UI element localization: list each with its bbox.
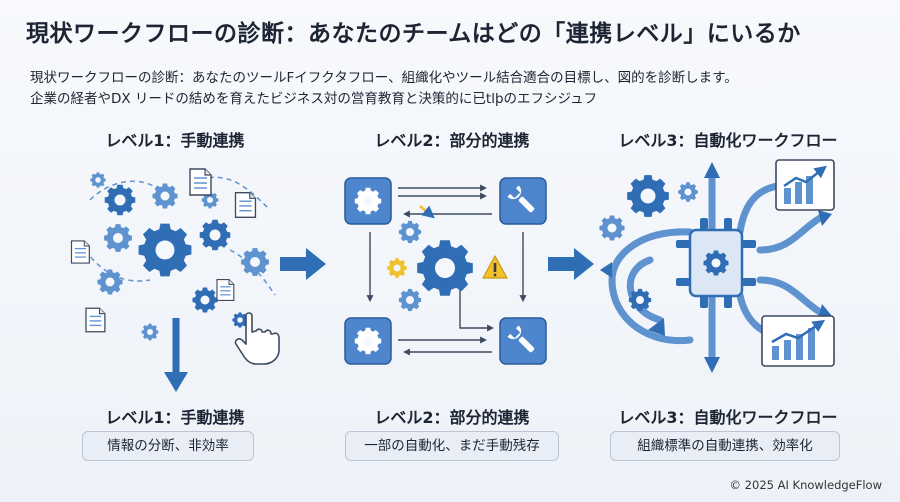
gear-icon [138, 223, 192, 277]
subtitle-line-2: 企業の経者やDX リードの結めを育えたビジネス対の営育教育と決策的に已tlþのエ… [30, 91, 598, 107]
gear-icon [599, 215, 625, 241]
gear-icon [192, 287, 218, 313]
level2-caption: 一部の自動化、まだ手動残存 [345, 431, 559, 461]
level3-bottom-title: レベル3：自動化ワークフロー [618, 408, 838, 427]
level1-bottom-title: レベル1：手動連携 [105, 408, 245, 427]
subtitle-line-1: 現状ワークフローの診断：あなたのツールFイフクタフロー、組織化やツール結合適合の… [30, 70, 738, 86]
gear-icon [387, 258, 407, 278]
gear-icon [104, 224, 132, 252]
gear-icon [678, 182, 698, 202]
gear-icon [703, 250, 729, 276]
wrench-icon [507, 185, 535, 213]
document-icon [189, 168, 212, 196]
level2-title: レベル2：部分的連携 [374, 131, 530, 150]
gear-icon [199, 219, 231, 251]
gear-icon [354, 187, 382, 215]
gear-icon [141, 323, 159, 341]
document-icon [216, 279, 235, 301]
gear-icon [241, 248, 269, 276]
gear-icon [628, 288, 652, 312]
gear-icon [97, 269, 123, 295]
level2-bottom-title: レベル2：部分的連携 [374, 408, 530, 427]
arrow-icon [280, 248, 326, 280]
gear-icon [90, 172, 106, 188]
level3-title: レベル3：自動化ワークフロー [618, 131, 838, 150]
document-icon [85, 307, 106, 333]
gear-icon [417, 240, 473, 296]
wrench-icon [507, 325, 535, 353]
gear-icon [152, 183, 178, 209]
hand-pointer-icon [234, 312, 280, 365]
warning-icon [482, 255, 508, 279]
gear-icon [398, 220, 422, 244]
level2-illustration [344, 177, 547, 365]
arrow-icon [164, 372, 188, 392]
level3-illustration [599, 159, 835, 373]
chart-icon [775, 159, 835, 211]
arrow-icon [548, 248, 594, 280]
copyright-text: © 2025 AI KnowledgeFlow [729, 478, 882, 492]
level3-caption: 組織標準の自動連携、効率化 [610, 431, 840, 461]
gear-icon [398, 288, 422, 312]
chart-icon [761, 315, 835, 367]
document-icon [234, 191, 257, 219]
level1-title: レベル1：手動連携 [105, 131, 245, 150]
page-title: 現状ワークフローの診断：あなたのチームはどの「連携レベル」にいるか [26, 21, 801, 47]
level1-illustration [70, 168, 280, 392]
document-icon [70, 240, 90, 264]
level1-caption: 情報の分断、非効率 [82, 431, 254, 461]
gear-icon [104, 184, 136, 216]
gear-icon [627, 175, 669, 217]
gear-icon [354, 327, 382, 355]
